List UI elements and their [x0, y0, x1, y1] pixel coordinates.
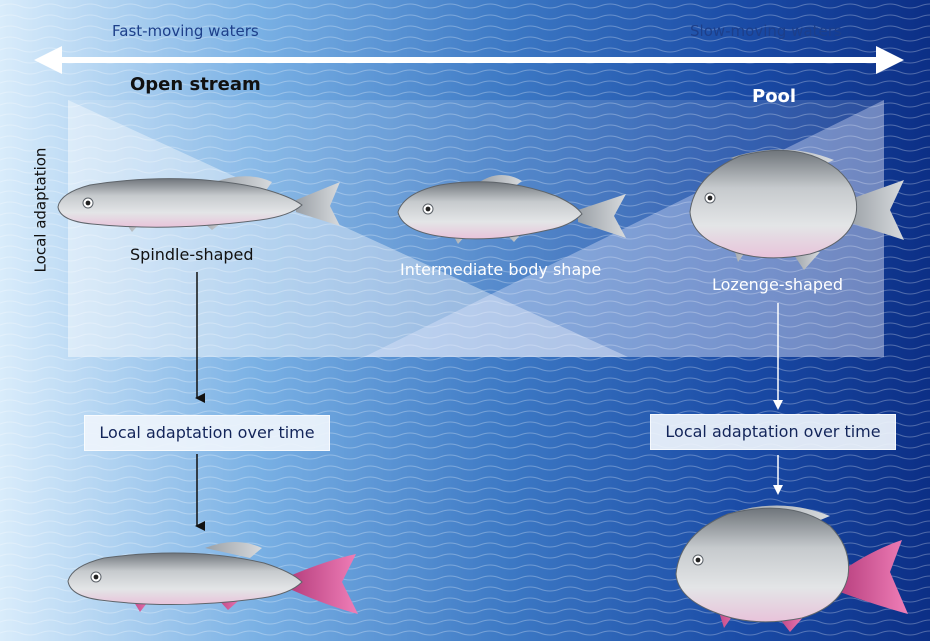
lozenge-shaped-label: Lozenge-shaped: [712, 277, 843, 293]
pool-heading: Pool: [752, 88, 796, 106]
right-time-box: Local adaptation over time: [650, 414, 896, 450]
fast-water-label: Fast-moving waters: [112, 24, 259, 39]
intermediate-shape-label: Intermediate body shape: [400, 262, 601, 278]
local-adaptation-axis-label: Local adaptation: [34, 148, 49, 273]
slow-water-label: Slow-moving waters: [690, 24, 842, 39]
spindle-shaped-label: Spindle-shaped: [130, 247, 254, 263]
left-time-box: Local adaptation over time: [84, 415, 330, 451]
open-stream-heading: Open stream: [130, 76, 261, 94]
